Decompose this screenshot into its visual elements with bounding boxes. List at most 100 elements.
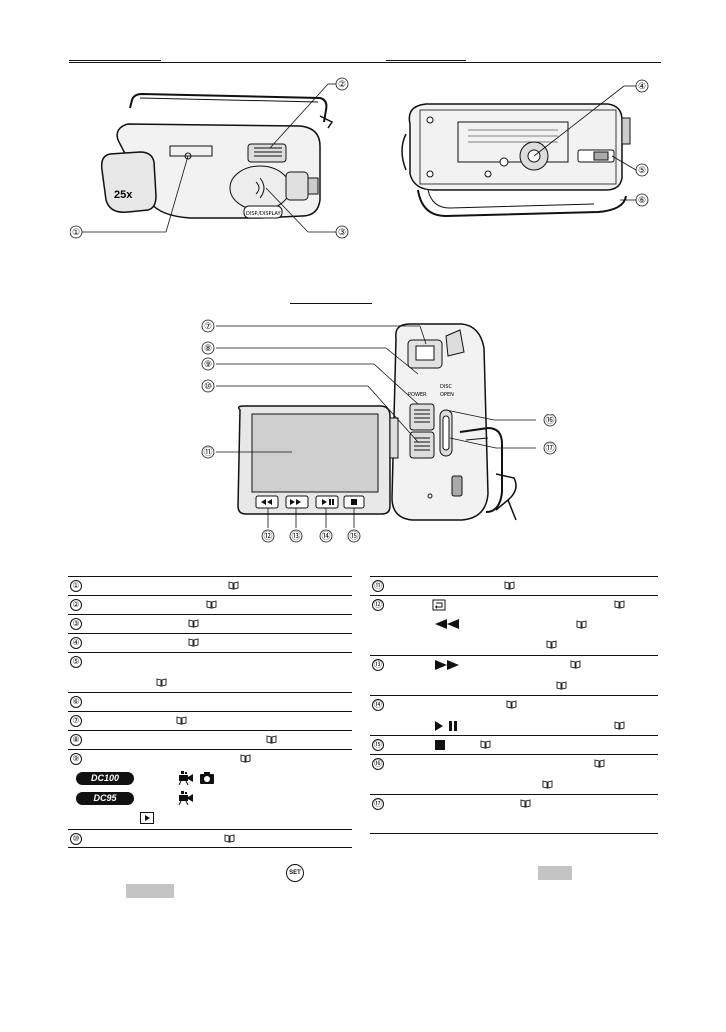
highlight-bar-left: [126, 884, 174, 898]
book-icon: [188, 619, 199, 628]
legend-row: ⑬: [370, 655, 658, 695]
legend-row: ⑯: [370, 754, 658, 794]
callout-3: ③: [338, 228, 346, 238]
play-pause-icon: [434, 720, 460, 735]
book-icon: [614, 600, 625, 609]
legend-row: ⑦: [68, 711, 352, 730]
photo-camera-icon: [200, 772, 214, 787]
rewind-icon: [434, 618, 460, 633]
open-label: OPEN: [440, 392, 454, 398]
book-icon: [480, 740, 491, 749]
callout-13: ⑬: [291, 531, 300, 542]
legend-num: ③: [70, 618, 82, 630]
callout-11: ⑪: [203, 447, 212, 458]
disc-label: DISC: [440, 384, 452, 390]
model-chip-dc100: DC100: [76, 772, 134, 785]
legend-num: ⑨: [70, 753, 82, 765]
book-icon: [156, 678, 167, 687]
callout-17: ⑰: [545, 443, 554, 454]
legend-num: ②: [70, 599, 82, 611]
legend-left: ① ② ③ ④ ⑤ ⑥ ⑦ ⑧ ⑨ DC100 DC95 ⑩: [68, 576, 352, 848]
book-icon: [570, 660, 581, 669]
camcorder-top-view-figure: 25x DISP./DISPLAY ① ② ③: [70, 70, 360, 250]
book-icon: [176, 716, 187, 725]
book-icon: [266, 735, 277, 744]
retake-icon: [432, 599, 446, 614]
legend-num: ⑫: [372, 599, 384, 611]
book-icon: [188, 638, 199, 647]
callout-1: ①: [72, 228, 80, 238]
callout-6: ⑥: [638, 196, 646, 206]
camcorder-bottom-view-figure: ④ ⑤ ⑥: [398, 70, 688, 230]
movie-camera-icon: [178, 771, 194, 788]
legend-num: ⑧: [70, 734, 82, 746]
book-icon: [594, 759, 605, 768]
book-icon: [206, 600, 217, 609]
play-mode-icon: [140, 812, 154, 824]
book-icon: [224, 834, 235, 843]
power-label: POWER: [408, 392, 427, 398]
legend-num: ⑥: [70, 696, 82, 708]
callout-9: ⑨: [204, 360, 212, 370]
callout-16-17: ⑯ ⑰: [540, 414, 564, 456]
legend-row: ③: [68, 614, 352, 633]
callout-2: ②: [338, 80, 346, 90]
legend-row: ⑭: [370, 695, 658, 735]
legend-row: ⑩: [68, 829, 352, 848]
callout-16: ⑯: [545, 415, 554, 426]
callout-14: ⑭: [321, 531, 330, 542]
callout-8: ⑧: [204, 344, 212, 354]
callout-5: ⑤: [638, 166, 646, 176]
book-icon: [556, 681, 567, 690]
book-icon: [240, 754, 251, 763]
legend-num: ⑦: [70, 715, 82, 727]
section-underline-right: [386, 60, 466, 61]
legend-num: ⑩: [70, 833, 82, 845]
legend-num: ⑮: [372, 739, 384, 751]
callout-12: ⑫: [263, 531, 272, 542]
zoom-text: 25x: [114, 189, 133, 201]
book-icon: [506, 700, 517, 709]
callout-7: ⑦: [204, 322, 212, 332]
camcorder-rear-view-figure: POWER DISC OPEN: [196, 314, 536, 550]
section-underline-left: [69, 60, 161, 61]
callout-15: ⑮: [349, 531, 358, 542]
legend-row: ⑧: [68, 730, 352, 749]
legend-num: ⑰: [372, 798, 384, 810]
callout-10: ⑩: [204, 382, 212, 392]
legend-row: ④: [68, 633, 352, 652]
legend-row: ⑮: [370, 735, 658, 754]
movie-camera-icon: [178, 791, 194, 808]
legend-row: ⑨ DC100 DC95: [68, 749, 352, 829]
book-icon: [576, 620, 587, 629]
legend-num: ⑯: [372, 758, 384, 770]
legend-row: ⑥: [68, 692, 352, 711]
legend-num: ⑬: [372, 659, 384, 671]
disp-button-label: DISP./DISPLAY: [246, 211, 281, 217]
book-icon: [542, 780, 553, 789]
model-chip-dc95: DC95: [76, 792, 134, 805]
book-icon: [520, 799, 531, 808]
book-icon: [546, 640, 557, 649]
top-rule: [69, 62, 661, 63]
fast-forward-icon: [434, 659, 460, 674]
legend-num: ①: [70, 580, 82, 592]
section-underline-middle: [290, 303, 372, 304]
book-icon: [228, 581, 239, 590]
legend-row: ⑫: [370, 595, 658, 655]
legend-row: ⑤: [68, 652, 352, 692]
legend-row: ②: [68, 595, 352, 614]
legend-row: ⑪: [370, 576, 658, 595]
legend-row: ①: [68, 576, 352, 595]
callout-4: ④: [638, 82, 646, 92]
legend-num: ⑤: [70, 656, 82, 668]
legend-row: ⑰: [370, 794, 658, 834]
legend-num: ④: [70, 637, 82, 649]
legend-num: ⑪: [372, 580, 384, 592]
stop-icon: [434, 739, 446, 754]
set-button-icon: SET: [286, 864, 304, 882]
highlight-bar-right: [538, 866, 572, 880]
legend-right: ⑪ ⑫ ⑬ ⑭ ⑮ ⑯ ⑰: [370, 576, 658, 834]
book-icon: [614, 721, 625, 730]
book-icon: [504, 581, 515, 590]
